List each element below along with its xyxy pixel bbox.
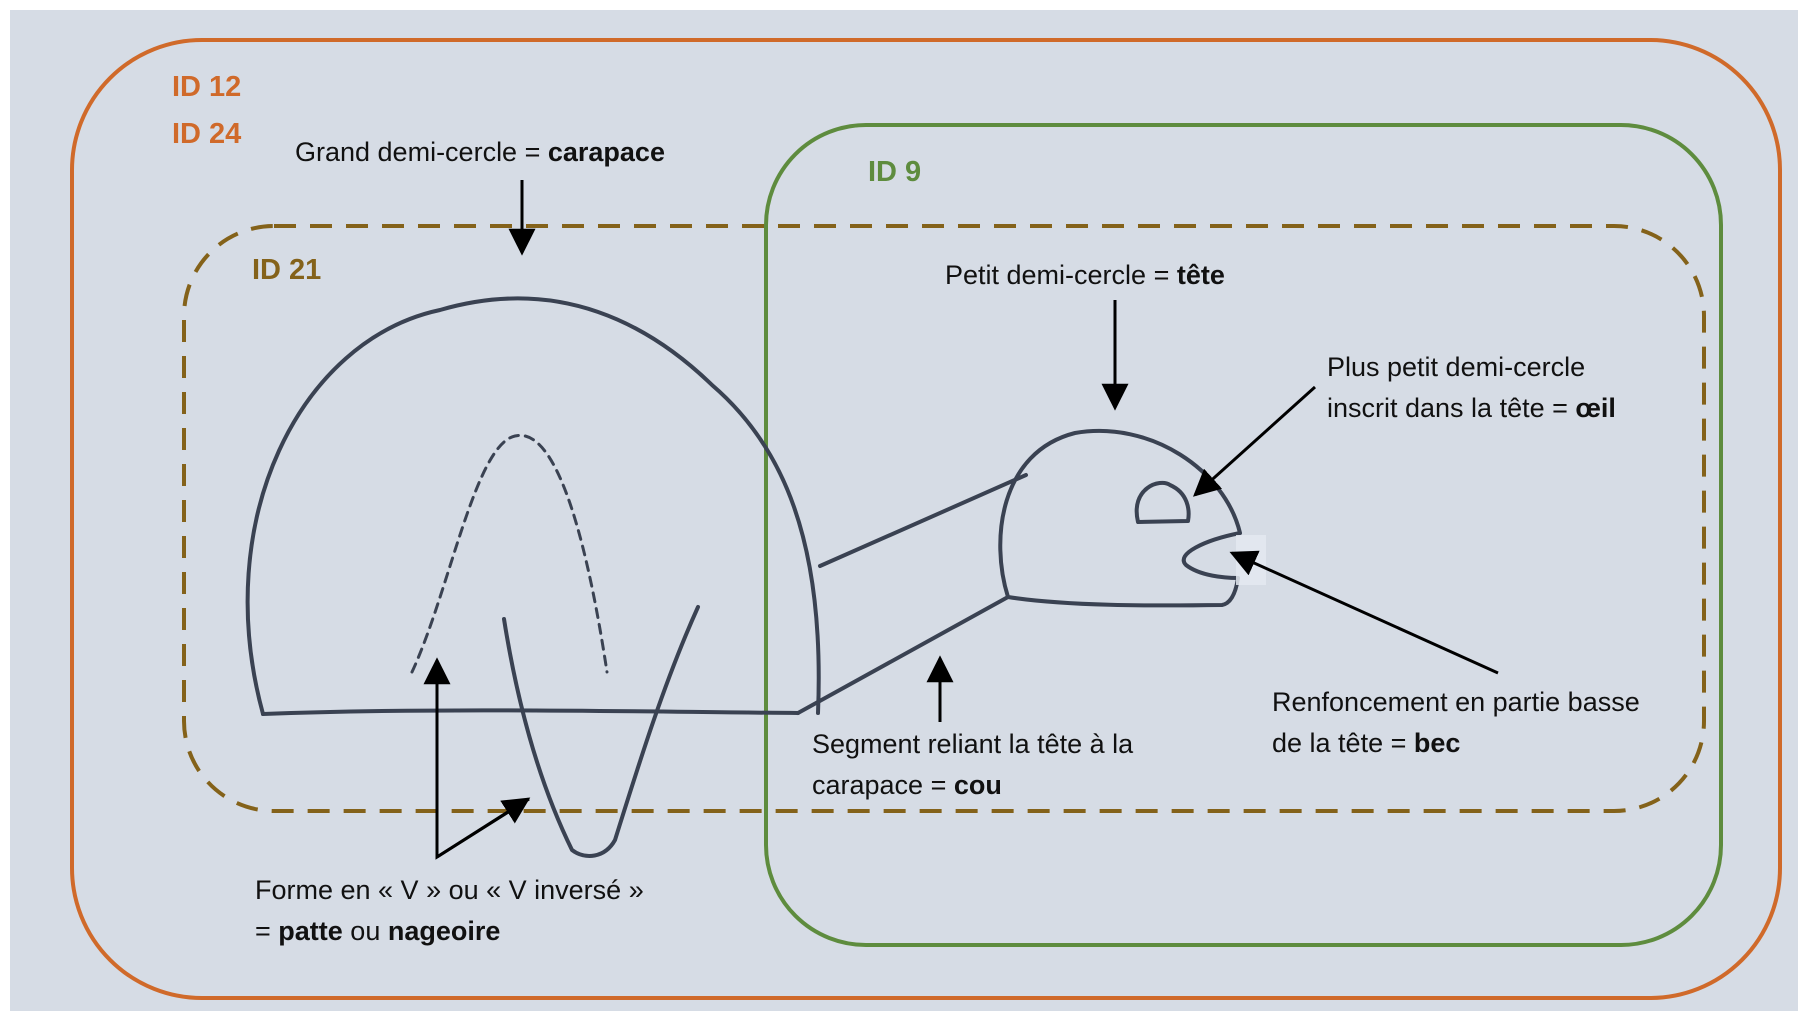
label-bec-line1: Renfoncement en partie basse [1272, 687, 1640, 717]
dashed-group-box [182, 224, 1706, 813]
outer-group-box [70, 38, 1782, 1000]
arrow-oeil [1192, 385, 1317, 497]
id9-label: ID 9 [868, 156, 922, 188]
label-cou-term: cou [953, 770, 1002, 800]
eye-outline [1134, 480, 1191, 524]
label-cou: Segment reliant la tête à la carapace = … [812, 724, 1133, 806]
label-oeil-term: œil [1575, 393, 1616, 423]
background [10, 10, 1798, 1011]
label-nageoire-term: nageoire [387, 916, 501, 946]
neck-top [818, 473, 1028, 568]
id21-label: ID 21 [252, 254, 322, 286]
shell-base [261, 708, 800, 716]
label-carapace-text: Grand demi-cercle = [295, 137, 548, 167]
shell-outline [245, 296, 821, 716]
label-oeil: Plus petit demi-cercle inscrit dans la t… [1327, 347, 1616, 429]
neck-bottom [796, 595, 1010, 715]
label-patte-or: ou [342, 916, 388, 946]
front-leg [502, 605, 700, 858]
green-group-box [764, 123, 1723, 947]
turtle-drawing [245, 296, 1242, 858]
label-bec: Renfoncement en partie basse de la tête … [1272, 682, 1640, 764]
label-oeil-text: inscrit dans la tête = [1327, 393, 1576, 423]
label-patte-term: patte [278, 916, 343, 946]
label-patte-line1: Forme en « V » ou « V inversé » [255, 875, 644, 905]
label-patte-text: = [255, 916, 279, 946]
head-outline [998, 428, 1242, 608]
label-oeil-line1: Plus petit demi-cercle [1327, 352, 1586, 382]
label-tete-text: Petit demi-cercle = [945, 260, 1177, 290]
label-tete-term: tête [1176, 260, 1225, 290]
back-leg-hidden [410, 433, 609, 674]
label-cou-line1: Segment reliant la tête à la [812, 729, 1134, 759]
arrow-patte-right [436, 797, 531, 859]
arrow-bec [1229, 550, 1499, 675]
label-tete: Petit demi-cercle = tête [945, 255, 1225, 296]
id12-label: ID 12 [172, 71, 242, 103]
pointer-arrows [423, 180, 1499, 860]
label-bec-term: bec [1413, 728, 1461, 758]
label-bec-text: de la tête = [1272, 728, 1414, 758]
label-patte: Forme en « V » ou « V inversé » = patte … [255, 870, 644, 952]
label-cou-text: carapace = [812, 770, 954, 800]
label-carapace: Grand demi-cercle = carapace [295, 132, 665, 173]
id24-label: ID 24 [172, 118, 242, 150]
label-carapace-term: carapace [547, 137, 665, 167]
